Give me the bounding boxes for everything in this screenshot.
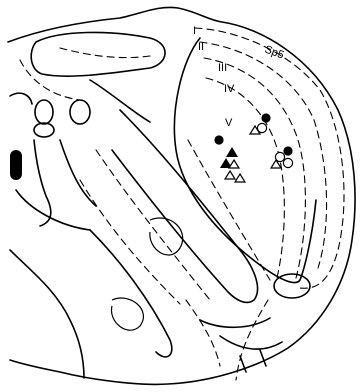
lower-right-oval bbox=[274, 274, 310, 298]
dark-fiber-bundle bbox=[10, 150, 22, 180]
center-lower-loop bbox=[111, 298, 143, 330]
oblique-tract-3 bbox=[80, 180, 180, 304]
left-middle-contour bbox=[10, 80, 150, 122]
lamina-line-5 bbox=[188, 140, 270, 280]
lamina-label-IV: IV bbox=[224, 83, 235, 95]
lamina-label-II: II bbox=[198, 41, 204, 53]
left-upper-dashed bbox=[20, 48, 150, 100]
lamina-label-V: V bbox=[225, 117, 233, 129]
open-triangle-marker bbox=[235, 174, 245, 182]
filled-circle-marker bbox=[214, 135, 223, 144]
left-oval-2 bbox=[70, 100, 90, 124]
lamina-line-4 bbox=[206, 78, 284, 282]
left-oval-1 bbox=[35, 100, 53, 124]
left-lower-contour bbox=[10, 190, 90, 378]
center-loop bbox=[150, 218, 183, 255]
lamina-line-3 bbox=[204, 58, 305, 278]
open-triangle-marker bbox=[225, 171, 235, 179]
lower-right-contour bbox=[200, 318, 282, 372]
open-triangle-marker bbox=[229, 160, 239, 168]
oblique-tract-2 bbox=[96, 150, 210, 300]
left-oval-3 bbox=[34, 123, 54, 137]
oblique-tract-1 bbox=[112, 110, 258, 302]
lamina-label-I: I bbox=[193, 25, 196, 37]
filled-circle-marker bbox=[283, 146, 292, 155]
section-outline bbox=[8, 7, 355, 384]
filled-circle-marker bbox=[261, 113, 270, 122]
filled-triangle-marker bbox=[226, 147, 238, 157]
oblique-tract-4 bbox=[90, 230, 172, 357]
lamina-label-III: III bbox=[218, 62, 227, 74]
open-circle-marker bbox=[283, 158, 292, 167]
left-upper-structure bbox=[31, 32, 165, 76]
nucleus-boundary bbox=[174, 38, 316, 283]
